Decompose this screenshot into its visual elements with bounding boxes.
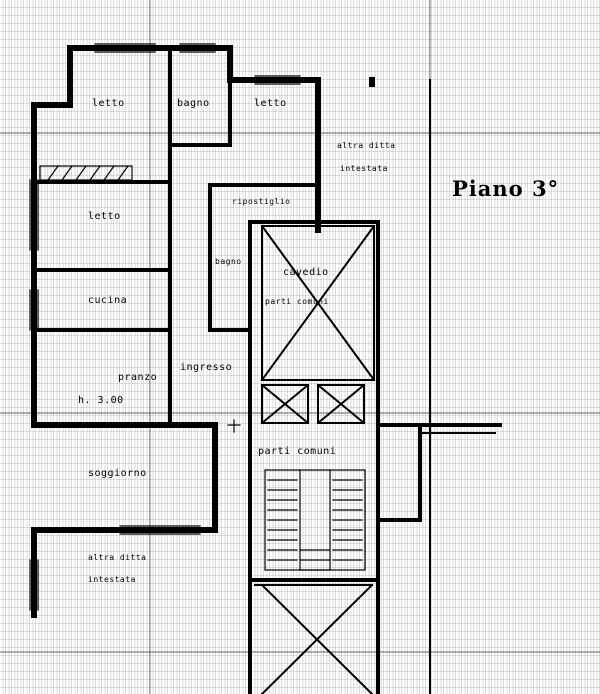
room-label-cucina: cucina — [88, 295, 128, 306]
annotation-intestata: intestata — [340, 164, 388, 173]
room-label-parti-comuni: parti comuni — [258, 446, 337, 457]
room-label-soggiorno: soggiorno — [88, 468, 147, 479]
lower-shaft — [254, 583, 374, 694]
room-label-ripostiglio: ripostiglio — [232, 197, 291, 206]
room-label-cavedio: cavedio — [283, 267, 329, 278]
floor-title: Piano 3° — [452, 176, 560, 201]
room-label-bagno: bagno — [215, 257, 242, 266]
duct-boxes — [260, 383, 366, 425]
hatch-band — [39, 165, 133, 181]
interior-walls — [32, 50, 380, 427]
room-label-cavedio-sub: parti comuni — [265, 297, 329, 306]
room-label-pranzo: pranzo — [118, 372, 158, 383]
annotation-altra-ditta: altra ditta — [337, 141, 396, 150]
door-arc — [227, 419, 241, 433]
neighbour-wall — [419, 79, 496, 694]
annotation-intestata: intestata — [88, 575, 136, 584]
height-annotation: h. 3.00 — [78, 395, 124, 406]
room-label-letto: letto — [88, 211, 121, 222]
room-label-ingresso: ingresso — [180, 362, 233, 373]
windows — [29, 43, 301, 611]
stair-treads — [264, 469, 366, 571]
room-label-bagno: bagno — [177, 98, 210, 109]
room-label-letto: letto — [92, 98, 125, 109]
annotation-altra-ditta: altra ditta — [88, 553, 147, 562]
room-label-letto: letto — [254, 98, 287, 109]
cavedio-shaft — [260, 224, 376, 382]
